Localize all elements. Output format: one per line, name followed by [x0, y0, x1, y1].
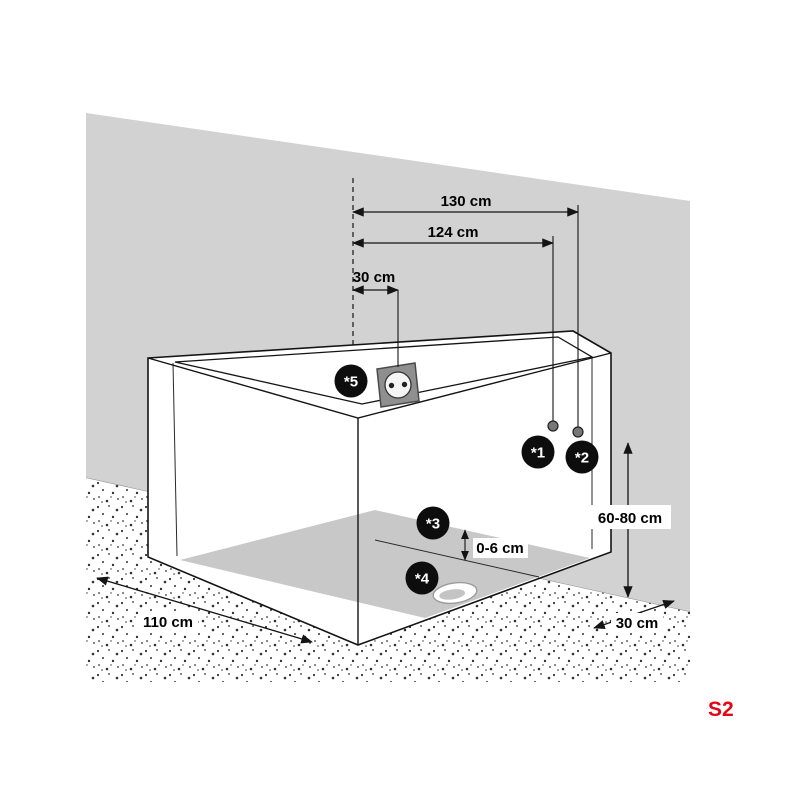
tray-floor-shade [180, 510, 590, 618]
badge-circle [521, 435, 555, 469]
dimension-label: 30 cm [353, 269, 396, 286]
badge-circle [416, 506, 450, 540]
dimension-depth: 110 cm [96, 576, 313, 644]
badge-circle [405, 561, 439, 595]
badge-label: *4 [415, 571, 430, 588]
badge-3: *3 [416, 506, 450, 540]
dimension-drain-height: 0-6 cm [461, 529, 528, 561]
badge-4: *4 [405, 561, 439, 595]
connection-point-dot [572, 426, 584, 438]
dimension-label: 124 cm [428, 224, 479, 241]
sheet-code: S2 [708, 698, 734, 721]
tray-floor-band-line [374, 539, 540, 578]
dimension-label-background [611, 613, 663, 633]
badge-circle [334, 364, 368, 398]
dimension-label: 30 cm [616, 615, 659, 632]
badge-circle [565, 440, 599, 474]
socket-face [384, 371, 412, 399]
dimension-line [96, 576, 313, 644]
dimension-inner-width: 124 cm [352, 224, 554, 248]
dimension-top-width: 130 cm [352, 193, 579, 217]
socket-pin-left [388, 382, 395, 389]
dimension-label: 130 cm [441, 193, 492, 210]
dimension-label-background [138, 611, 198, 632]
badge-2: *2 [565, 440, 599, 474]
badge-label: *3 [426, 516, 440, 533]
rim-front-edges [147, 352, 612, 419]
rim-inner-edge [174, 336, 594, 405]
badge-label: *1 [531, 445, 545, 462]
socket-pin-right [401, 381, 408, 388]
dimension-label-background [589, 505, 671, 529]
dimension-socket-offset: 30 cm [352, 269, 399, 295]
power-socket-icon [376, 362, 420, 408]
badge-5: *5 [334, 364, 368, 398]
dimension-label-background [473, 538, 528, 558]
badge-1: *1 [521, 435, 555, 469]
dimension-label: 110 cm [143, 614, 193, 631]
dimension-label: 0-6 cm [476, 540, 524, 557]
badge-label: *5 [344, 374, 358, 391]
dimension-label: 60-80 cm [598, 510, 662, 527]
drain-hole-icon [432, 581, 478, 605]
connection-point-dot [547, 420, 559, 432]
badge-label: *2 [575, 450, 589, 467]
inner-left-edge [172, 362, 178, 557]
dimension-connection-height: 60-80 cm [589, 442, 671, 598]
dimension-side-offset: 30 cm [593, 600, 675, 633]
